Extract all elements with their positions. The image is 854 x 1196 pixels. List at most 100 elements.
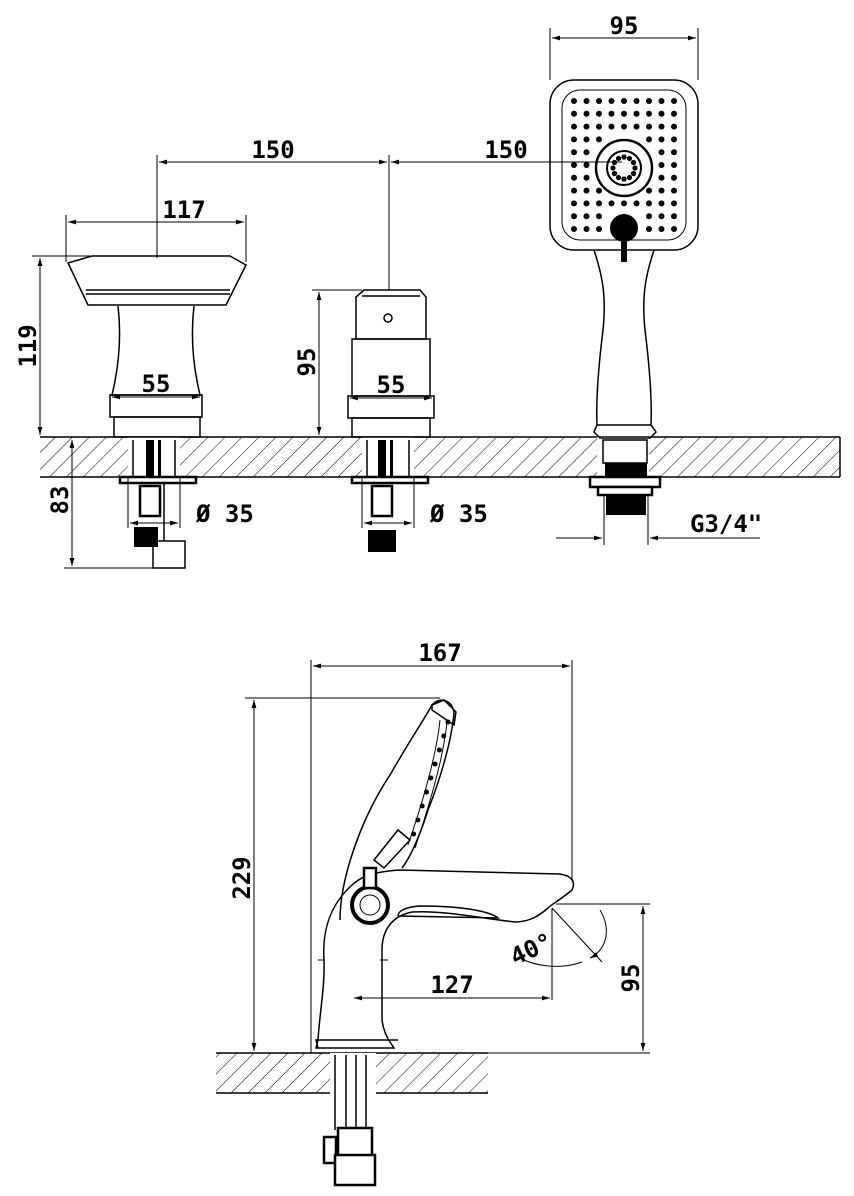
nozzle-dot <box>596 98 602 104</box>
hand-shower <box>549 79 699 515</box>
dim-base-left-label: 55 <box>142 370 171 398</box>
dim-spacing-left-label: 150 <box>251 136 294 164</box>
nozzle-dot <box>571 123 577 130</box>
side-nozzle-dot <box>441 733 447 739</box>
nozzle-dot <box>646 110 652 117</box>
nozzle-dot <box>646 200 652 207</box>
nozzle-dot <box>671 123 677 130</box>
nozzle-dot <box>658 136 665 143</box>
nozzle-dot <box>583 187 590 194</box>
nozzle-dot <box>633 123 640 130</box>
nozzle-dot <box>646 98 652 104</box>
nozzle-dot <box>608 98 615 104</box>
nozzle-dot <box>671 110 677 117</box>
nozzle-dot <box>571 213 577 220</box>
nozzle-dot <box>621 123 627 130</box>
dim-angle: 40° <box>506 909 607 971</box>
nozzle-dot <box>633 200 640 207</box>
nozzle-dot <box>658 110 665 117</box>
dim-spout-reach-label: 127 <box>430 971 473 999</box>
center-nozzle-dot <box>615 155 622 162</box>
nozzle-dot <box>596 110 602 117</box>
dim-angle-label: 40° <box>506 927 557 971</box>
dim-spout-top-width-label: 117 <box>162 196 205 224</box>
dim-spout-reach: 127 <box>354 971 550 1001</box>
side-nozzle-dot <box>432 761 438 767</box>
nozzle-dot <box>646 213 652 220</box>
center-nozzle-dot <box>626 155 633 162</box>
nozzle-dot <box>658 226 665 232</box>
side-nozzle-dot <box>428 775 434 781</box>
dim-hole-middle: Ø 35 <box>361 478 488 528</box>
dim-spacing-right: 150 <box>391 136 622 165</box>
dim-spout-height: 119 <box>14 255 90 435</box>
dim-shower-width-label: 95 <box>610 12 639 40</box>
side-nozzle-dot <box>436 747 442 753</box>
dim-spout-height-label: 119 <box>14 324 42 367</box>
nozzle-dot <box>596 226 602 232</box>
diverter-valve <box>347 289 435 552</box>
side-nozzle-dot <box>424 789 429 795</box>
dim-hole-middle-label: Ø 35 <box>429 500 488 528</box>
dim-spout-height-side: 95 <box>617 906 646 1051</box>
center-nozzle-dot <box>615 174 622 181</box>
side-nozzle-dot <box>411 831 417 837</box>
dim-overall-height: 229 <box>228 697 440 1054</box>
spout-body <box>66 255 247 569</box>
nozzle-dot <box>608 123 615 130</box>
nozzle-dot <box>671 213 677 220</box>
center-nozzle-dot <box>610 165 616 171</box>
nozzle-dot <box>658 187 665 194</box>
nozzle-dot <box>671 98 677 104</box>
nozzle-dot <box>658 213 665 220</box>
nozzle-dot <box>571 98 577 104</box>
nozzle-dot <box>633 98 640 104</box>
side-deck-slab <box>216 1052 488 1094</box>
dim-base-middle: 55 <box>350 371 432 401</box>
nozzle-dot <box>583 123 590 130</box>
nozzle-dot <box>671 149 677 156</box>
dim-base-left: 55 <box>112 370 200 400</box>
nozzle-dot <box>583 174 590 181</box>
side-shower-nozzles <box>411 719 451 837</box>
nozzle-dot <box>658 123 665 130</box>
nozzle-dot <box>621 98 627 104</box>
center-nozzle-dot <box>621 176 627 182</box>
nozzle-dot <box>621 110 627 117</box>
nozzle-dot <box>571 174 577 181</box>
dim-base-middle-label: 55 <box>377 371 406 399</box>
dim-spout-top-width: 117 <box>65 196 247 262</box>
nozzle-dot <box>671 226 677 232</box>
nozzle-dot <box>596 123 602 130</box>
nozzle-dot <box>658 200 665 207</box>
shower-nozzles <box>571 98 677 232</box>
center-nozzle-dot <box>630 159 637 166</box>
dim-thread: G3/4" <box>556 495 762 545</box>
nozzle-dot <box>583 149 590 156</box>
side-nozzle-dot <box>445 719 451 725</box>
dim-overall-width: 167 <box>310 639 573 1053</box>
nozzle-dot <box>596 213 602 220</box>
nozzle-dot <box>596 136 602 143</box>
nozzle-dot <box>671 136 677 143</box>
nozzle-dot <box>596 187 602 194</box>
nozzle-dot <box>571 110 577 117</box>
side-elevation-view: 40° 167 229 127 95 <box>216 639 650 1187</box>
center-nozzle-dot <box>626 174 633 181</box>
nozzle-dot <box>646 123 652 130</box>
nozzle-dot <box>671 162 677 168</box>
nozzle-dot <box>608 110 615 117</box>
nozzle-dot <box>658 162 665 168</box>
nozzle-dot <box>583 98 590 104</box>
nozzle-dot <box>571 149 577 156</box>
nozzle-dot <box>658 149 665 156</box>
nozzle-dot <box>671 200 677 207</box>
front-elevation-view: 95 150 150 117 119 <box>14 12 841 569</box>
dim-shower-width: 95 <box>549 12 699 80</box>
dim-below-deck: 83 <box>46 440 185 569</box>
center-nozzle-dot <box>621 154 627 160</box>
nozzle-dot <box>583 110 590 117</box>
dim-spout-height-side-label: 95 <box>617 964 645 993</box>
nozzle-dot <box>583 136 590 143</box>
